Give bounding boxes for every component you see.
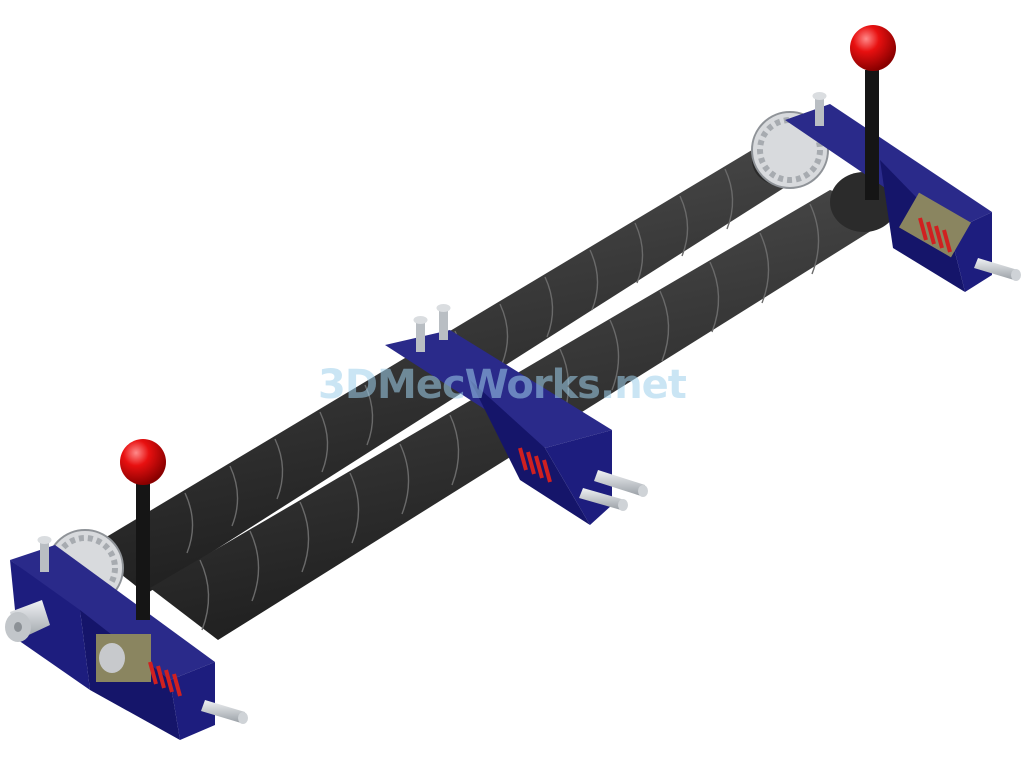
right-lever[interactable]: [850, 25, 896, 200]
center-block[interactable]: [385, 304, 648, 525]
left-drive-shaft[interactable]: [5, 600, 50, 642]
left-block[interactable]: [5, 536, 248, 740]
left-adjust-shaft[interactable]: [201, 700, 248, 724]
left-lever-knob[interactable]: [120, 439, 166, 485]
right-block[interactable]: [785, 92, 1021, 292]
left-lever[interactable]: [120, 439, 166, 620]
right-bolt: [812, 92, 827, 126]
right-lever-knob[interactable]: [850, 25, 896, 71]
center-spring: [518, 447, 552, 483]
right-spring: [918, 217, 952, 253]
right-adjust-shaft[interactable]: [974, 258, 1021, 281]
center-bolts: [413, 304, 451, 352]
left-bolt: [37, 536, 52, 572]
left-spring: [148, 661, 182, 697]
center-adjust-shafts[interactable]: [579, 470, 648, 511]
